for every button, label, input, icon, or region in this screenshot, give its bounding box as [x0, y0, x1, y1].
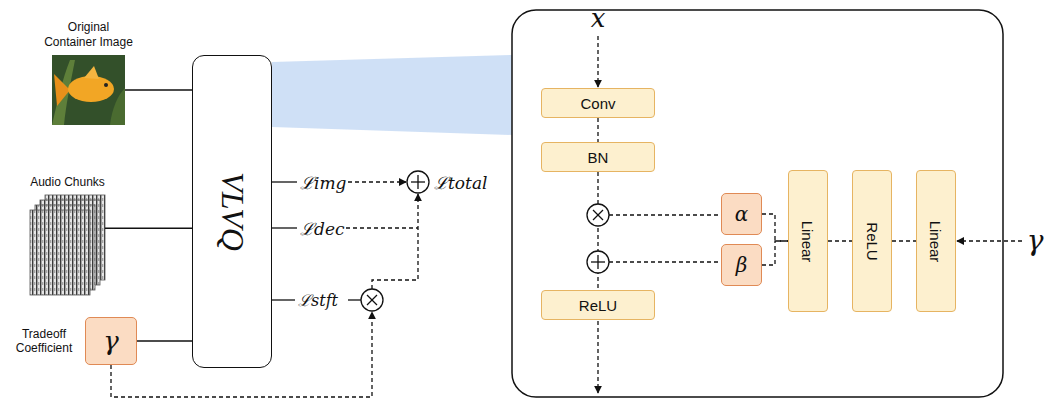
loss-label: ℒstft: [298, 289, 338, 311]
layer-box: Linear: [916, 170, 956, 312]
node-label: ReLU: [579, 297, 617, 314]
layer-box: ReLU: [541, 290, 655, 320]
zoom-wedge: [272, 55, 512, 135]
math-symbol: γ: [1027, 224, 1044, 257]
layer-box: BN: [541, 142, 655, 172]
node-label: Linear: [800, 220, 817, 262]
layer-box: Linear: [788, 170, 828, 312]
parameter-box: α: [721, 193, 762, 235]
connector: [892, 240, 916, 241]
product-operator: [587, 204, 609, 226]
layer-box: Conv: [541, 88, 655, 118]
picture-node: Original Container Image: [52, 55, 125, 125]
node-label: α: [735, 202, 749, 226]
goldfish-picture: [52, 55, 125, 125]
picture-node: Audio Chunks: [30, 195, 105, 295]
node-heading: Audio Chunks: [20, 175, 116, 189]
node-label: VLVQ: [214, 172, 251, 251]
connector: [137, 340, 192, 341]
node-label: β: [736, 253, 748, 277]
node-label: Conv: [580, 95, 615, 112]
node-label: Linear: [928, 220, 945, 262]
product-operator: [361, 289, 383, 311]
connector: [762, 214, 788, 241]
model-box: VLVQ: [192, 55, 272, 368]
block-wires: [598, 36, 1022, 393]
loss-label: ℒtotal: [434, 171, 487, 194]
sum-operator: [407, 171, 429, 193]
connector: [597, 118, 598, 142]
sum-operator: [587, 251, 609, 273]
node-heading: Tradeoff Coefficient: [7, 327, 81, 356]
loss-label: ℒimg: [300, 171, 346, 194]
connector: [762, 241, 788, 265]
connector: [105, 228, 192, 229]
node-label: γ: [103, 326, 119, 356]
connector: [125, 89, 192, 90]
parameter-box: Tradeoff Coefficientγ: [85, 317, 137, 365]
node-label: ReLU: [864, 222, 881, 260]
layer-box: ReLU: [852, 170, 892, 312]
parameter-box: β: [721, 244, 762, 286]
connector: [828, 240, 852, 241]
math-symbol: x: [591, 3, 606, 33]
node-heading: Original Container Image: [41, 20, 137, 49]
loss-label: ℒdec: [300, 217, 344, 240]
zoom-panel: [512, 10, 1003, 397]
audio-chunks-picture: [30, 195, 105, 295]
node-label: BN: [588, 149, 609, 166]
